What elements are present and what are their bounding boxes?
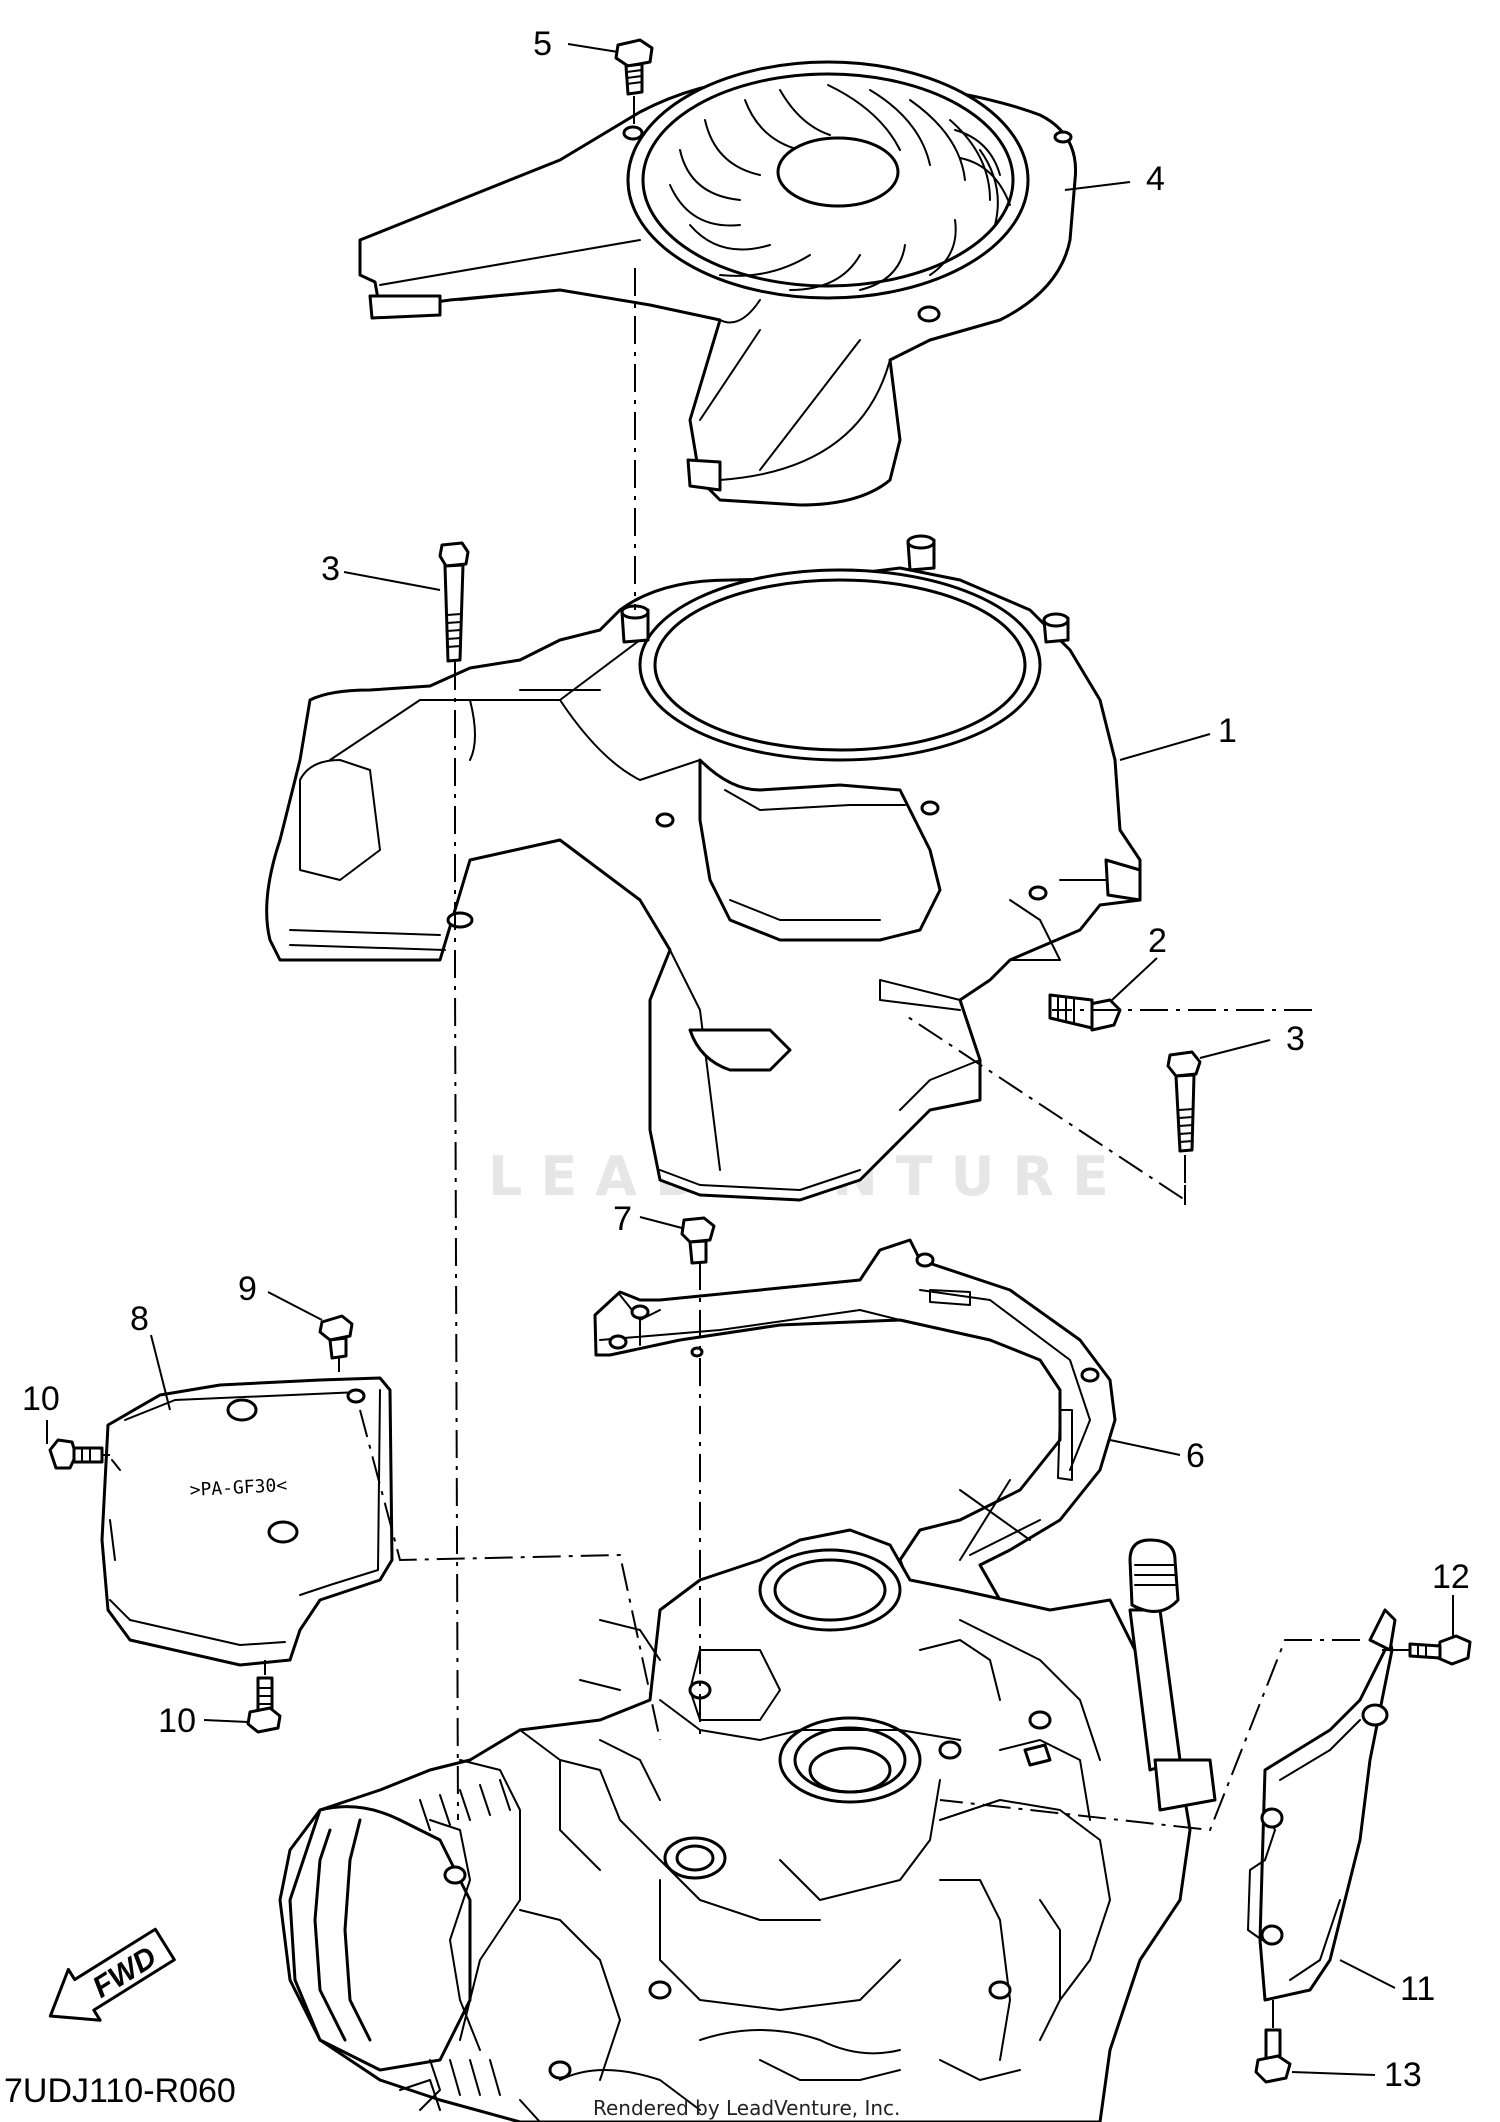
part-marking: >PA-GF30< bbox=[189, 1475, 288, 1501]
part-7-bolt[interactable] bbox=[680, 1216, 716, 1265]
callout-11: 11 bbox=[1400, 1970, 1435, 2008]
callout-2: 2 bbox=[1148, 922, 1167, 960]
callout-6: 6 bbox=[1186, 1437, 1205, 1475]
shroud-grommets bbox=[446, 534, 1142, 929]
callout-8: 8 bbox=[130, 1300, 149, 1338]
part-8-side-cover[interactable]: >PA-GF30< bbox=[100, 1376, 394, 1667]
callout-10-upper: 10 bbox=[22, 1380, 60, 1418]
part-11-cover[interactable] bbox=[1247, 1608, 1397, 2002]
part-2-bolt[interactable] bbox=[1048, 993, 1122, 1032]
engine-block bbox=[278, 1528, 1217, 2122]
part-1-shroud[interactable] bbox=[265, 534, 1142, 1202]
callout-leaders bbox=[46, 43, 1454, 2076]
callout-4: 4 bbox=[1146, 160, 1165, 198]
callout-7: 7 bbox=[613, 1200, 632, 1238]
callout-5: 5 bbox=[533, 25, 552, 63]
callout-3-right: 3 bbox=[1286, 1020, 1305, 1058]
part-12-bolt[interactable] bbox=[1408, 1634, 1472, 1666]
callout-1: 1 bbox=[1218, 712, 1237, 750]
callouts: 5 4 3 1 2 3 7 9 6 8 10 10 12 11 13 bbox=[22, 25, 1470, 2094]
render-credit: Rendered by LeadVenture, Inc. bbox=[593, 2096, 900, 2120]
part-13-bolt[interactable] bbox=[1254, 2028, 1292, 2084]
part-10-bolt-lower[interactable] bbox=[246, 1676, 282, 1734]
part-3-bolt-left[interactable] bbox=[438, 541, 470, 663]
diagram-code: 7UDJ110-R060 bbox=[4, 2072, 236, 2110]
part-10-bolt-upper[interactable] bbox=[48, 1438, 104, 1470]
callout-3-left: 3 bbox=[321, 550, 340, 588]
callout-12: 12 bbox=[1432, 1558, 1470, 1596]
fwd-arrow-icon: FWD bbox=[48, 1927, 176, 2022]
callout-9: 9 bbox=[238, 1270, 257, 1308]
part-5-bolt[interactable] bbox=[614, 38, 654, 96]
part-3-bolt-right[interactable] bbox=[1166, 1050, 1202, 1153]
part-4-fan-cover[interactable] bbox=[358, 60, 1078, 507]
callout-13: 13 bbox=[1384, 2056, 1422, 2094]
part-9-bolt[interactable] bbox=[318, 1314, 354, 1360]
assembly-lines bbox=[103, 96, 1410, 2028]
fan-grille-icon bbox=[669, 84, 1011, 291]
callout-10-lower: 10 bbox=[158, 1702, 196, 1740]
